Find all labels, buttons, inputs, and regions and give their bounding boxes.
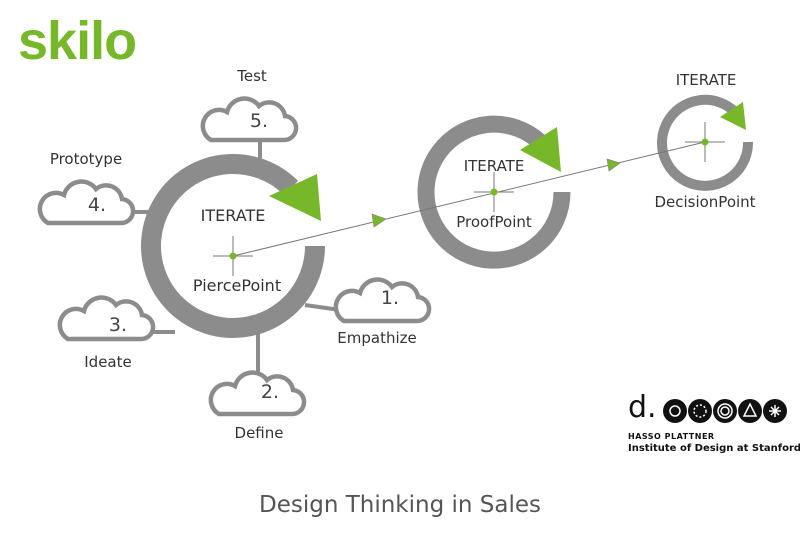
proofpoint-iterate: ITERATE [463,157,525,175]
iterate-arrow-icon [520,127,561,172]
decisionpoint-label: DecisionPoint [654,193,756,211]
iterate-arrow-icon [269,174,321,221]
cloud-icon [40,182,133,223]
step-label-empathize: Empathize [337,329,417,347]
proofpoint-label: ProofPoint [456,213,532,231]
progress-line [232,141,706,257]
decisionpoint-iterate: ITERATE [675,71,737,89]
step-label-ideate: Ideate [84,353,132,371]
piercepoint-iterate: ITERATE [200,206,266,225]
step-label-test: Test [237,67,267,85]
step-number: 4. [87,194,107,216]
step-number: 3. [108,314,128,336]
proofpoint-ring [417,115,571,269]
dschool-emblems [663,399,787,423]
iterate-arrow-icon [720,102,746,130]
page-title: Design Thinking in Sales [258,492,541,518]
piercepoint-label: PiercePoint [192,276,282,295]
cloud-icon [211,373,304,414]
step-number: 2. [260,381,280,403]
piercepoint-ring [141,154,325,338]
step-label-define: Define [234,424,284,442]
step-number: 5. [249,110,269,132]
skilo-logo: skilo [18,11,137,71]
arrow-icon [371,213,387,228]
arrow-icon [606,158,621,172]
dschool-line1: HASSO PLATTNER [628,432,715,441]
cloud-icon [60,298,153,339]
dschool-line2: Institute of Design at Stanford [628,443,800,454]
center-dots [229,138,709,260]
step-number: 1. [380,287,400,309]
dschool-mark: d. [628,390,657,425]
decisionpoint-ring [657,94,754,191]
step-label-prototype: Prototype [49,150,123,168]
